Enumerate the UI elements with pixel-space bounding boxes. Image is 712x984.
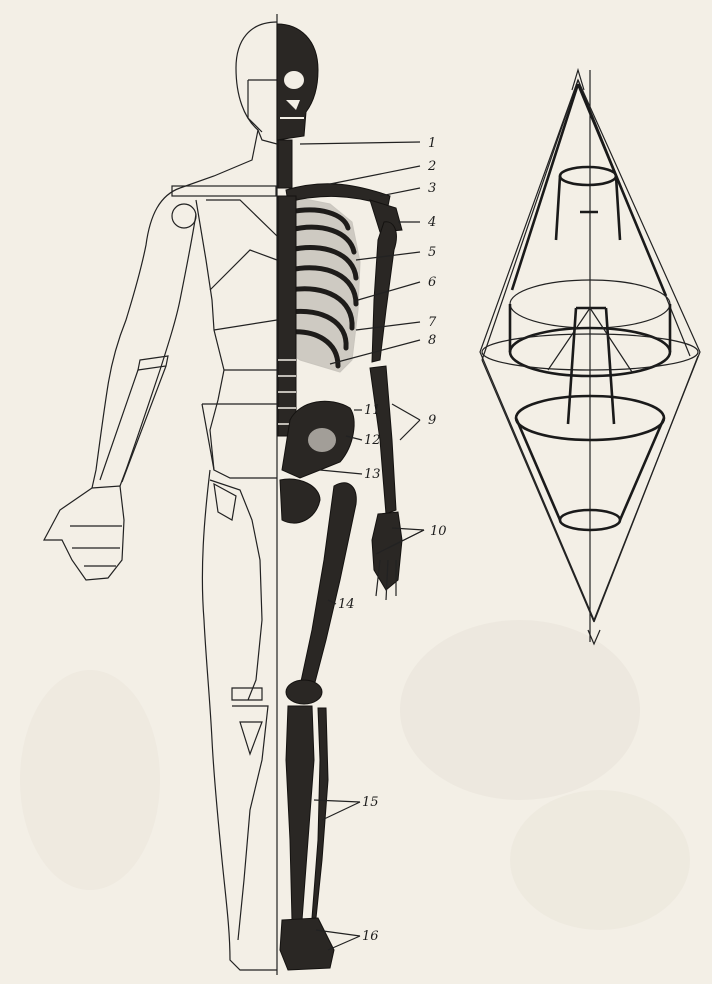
label-14: 14 bbox=[338, 597, 355, 612]
label-12: 12 bbox=[364, 433, 381, 448]
label-2: 2 bbox=[427, 159, 436, 174]
label-7: 7 bbox=[428, 315, 437, 330]
label-6: 6 bbox=[428, 275, 436, 290]
label-1: 1 bbox=[428, 136, 436, 151]
label-9: 9 bbox=[428, 413, 436, 428]
label-15: 15 bbox=[362, 795, 379, 810]
paper-texture bbox=[20, 620, 690, 930]
label-13: 13 bbox=[364, 467, 381, 482]
label-4: 4 bbox=[427, 215, 436, 230]
cone-diagram bbox=[480, 70, 700, 644]
label-5: 5 bbox=[428, 245, 436, 260]
label-11: 11 bbox=[364, 403, 381, 418]
label-10: 10 bbox=[430, 524, 447, 539]
label-3: 3 bbox=[428, 181, 436, 196]
skeleton bbox=[277, 24, 402, 970]
label-8: 8 bbox=[428, 333, 436, 348]
label-16: 16 bbox=[362, 929, 379, 944]
